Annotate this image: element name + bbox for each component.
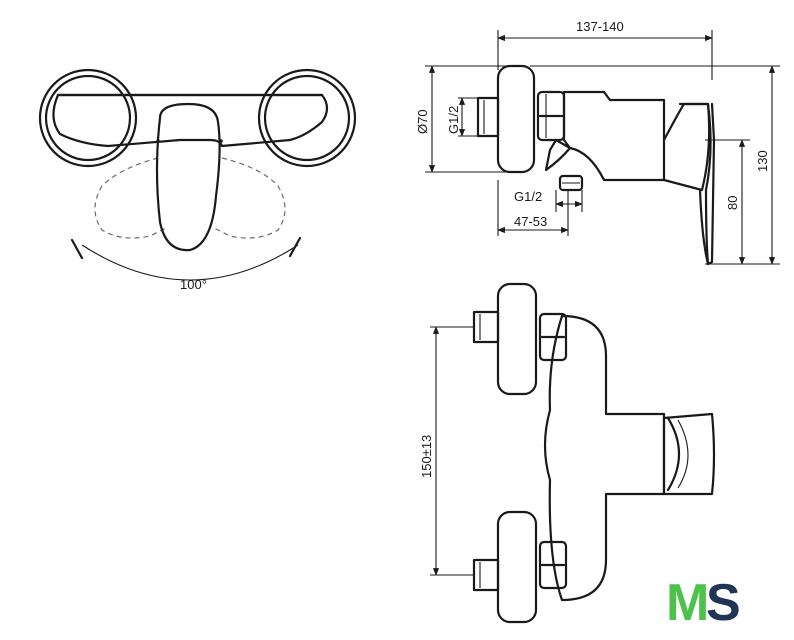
top-view: 100° — [38, 68, 357, 292]
lever-handle — [155, 102, 221, 252]
body-taper — [544, 138, 572, 172]
arc-tick-right — [288, 236, 302, 258]
brand-logo: M S — [666, 574, 741, 632]
left-rosette — [38, 68, 138, 168]
dim-center-distance-label: 150±13 — [419, 435, 434, 478]
dim-thread-bottom-label: G1/2 — [514, 189, 542, 204]
right-rosette — [257, 68, 357, 168]
lever-pivot-right — [219, 139, 223, 143]
front-view: 150±13 — [419, 282, 716, 624]
rotation-arc — [81, 244, 299, 281]
bottom-inlet — [472, 558, 500, 592]
lever-edge — [698, 188, 710, 266]
top-inlet — [472, 310, 500, 344]
dim-depth-label: 137-140 — [576, 19, 624, 34]
lever-front-curve — [666, 416, 680, 492]
shower-outlet — [558, 174, 584, 192]
lever-front-inner — [677, 419, 689, 489]
lever-side-body — [662, 102, 711, 192]
arc-tick-left — [70, 238, 84, 260]
mixer-body-front — [543, 314, 666, 602]
left-rosette-inner — [44, 74, 132, 162]
dim-overall-height-label: 130 — [755, 150, 770, 172]
lever-front — [662, 412, 716, 496]
top-rosette-front — [496, 282, 538, 396]
logo-letter-s: S — [706, 574, 741, 632]
side-view: 137-140 Ø70 G1/2 G1/2 47-53 80 130 — [415, 19, 780, 266]
top-nut — [538, 312, 568, 362]
logo-letter-m: M — [666, 574, 709, 632]
wall-rosette-side — [496, 64, 536, 174]
dim-diameter-label: Ø70 — [415, 109, 430, 134]
mixer-body-top — [52, 93, 329, 148]
lever-pivot-left — [156, 139, 160, 143]
lever-left-position — [94, 157, 167, 239]
bottom-nut — [538, 540, 568, 590]
right-rosette-inner — [263, 74, 351, 162]
dim-outlet-height-label: 80 — [725, 196, 740, 210]
inlet-connector — [476, 96, 500, 138]
mixer-body-side — [562, 90, 666, 182]
dim-thread-top-label: G1/2 — [446, 106, 461, 134]
rotation-angle-label: 100° — [180, 277, 207, 292]
bottom-rosette-front — [496, 510, 538, 624]
lever-right-position — [213, 157, 286, 239]
dim-offset-label: 47-53 — [514, 214, 547, 229]
